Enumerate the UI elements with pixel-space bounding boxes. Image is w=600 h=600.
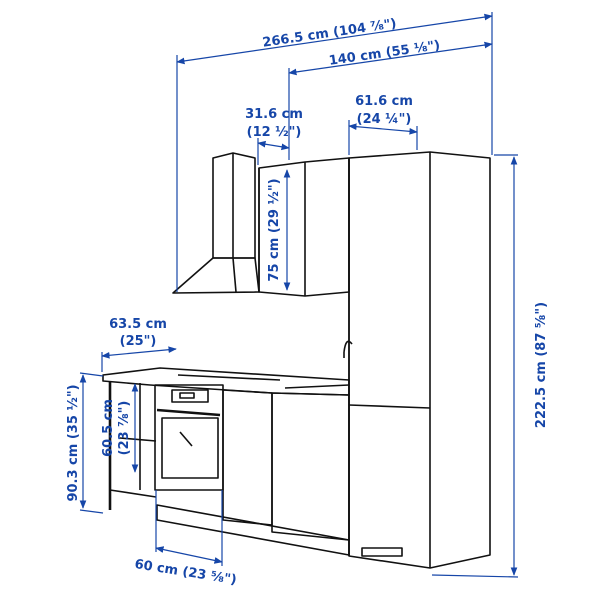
faucet xyxy=(343,340,353,358)
counter-overhang-in: (25") xyxy=(120,334,157,349)
vent-grille xyxy=(361,547,403,557)
base-cabinets xyxy=(156,389,350,556)
counter-overhang-cm: 63.5 cm xyxy=(109,317,167,332)
wall-cabinet-height-label: 75 cm (29 ½") xyxy=(267,178,282,281)
oven xyxy=(154,384,224,491)
oven-height-cm: 60.5 cm xyxy=(101,399,116,457)
dimension-lines xyxy=(79,12,519,578)
upper-width-label: 140 cm (55 ⅛") xyxy=(328,38,441,69)
tall-cabinet xyxy=(348,151,491,569)
total-height-label: 222.5 cm (87 ⅝") xyxy=(534,302,549,428)
extractor-hood xyxy=(172,152,260,294)
tall-cabinet-depth-in: (24 ¼") xyxy=(357,112,412,127)
open-frame xyxy=(108,381,157,510)
total-width-label: 266.5 cm (104 ⅞") xyxy=(262,16,398,50)
oven-height-in: (23 ⅞") xyxy=(117,401,132,456)
counter-height-label: 90.3 cm (35 ½") xyxy=(66,384,81,501)
wall-cabinet-depth-in: (12 ½") xyxy=(247,125,302,140)
tall-cabinet-depth-cm: 61.6 cm xyxy=(355,94,413,109)
wall-cabinet-depth-cm: 31.6 cm xyxy=(245,107,303,122)
